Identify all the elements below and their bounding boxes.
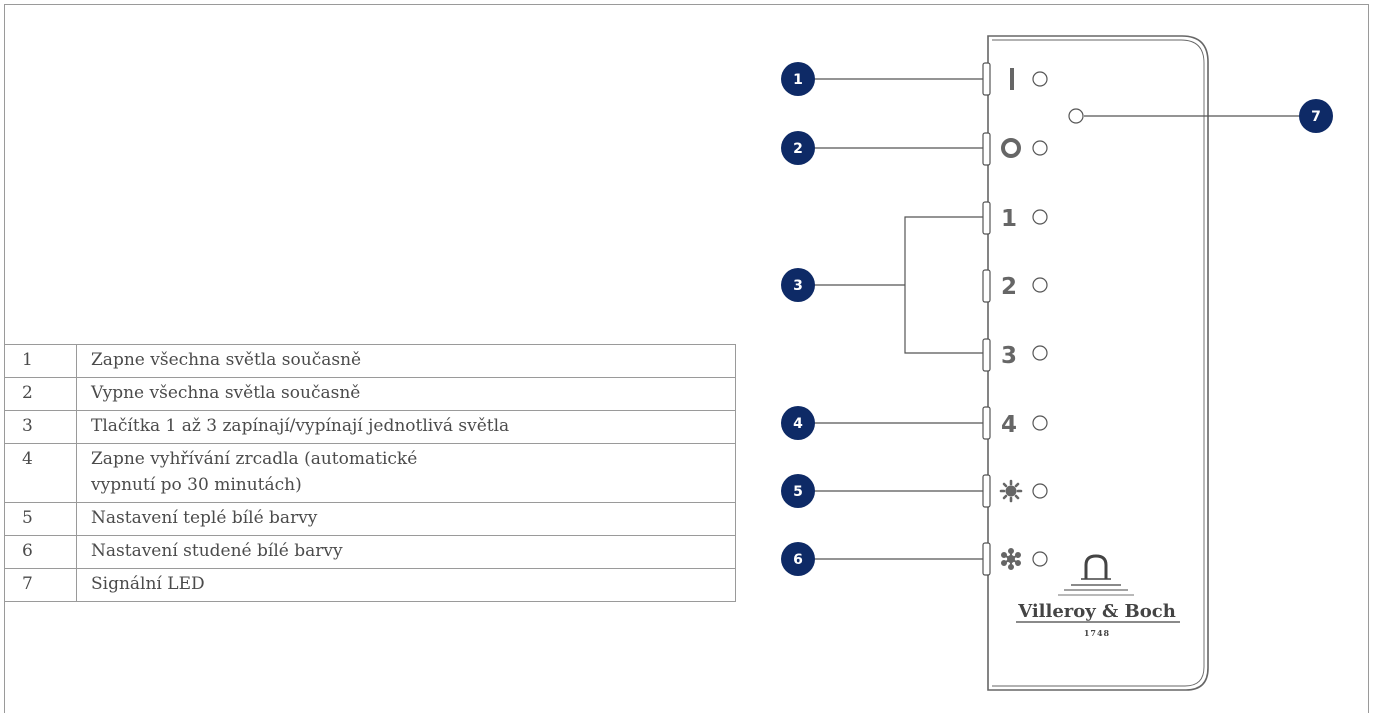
legend-number: 1 bbox=[4, 344, 77, 378]
led-indicator-key4 bbox=[1032, 415, 1048, 431]
button-notch-cold bbox=[982, 542, 991, 576]
legend-description: Signální LED bbox=[76, 568, 736, 602]
legend-description: Nastavení teplé bílé barvy bbox=[76, 502, 736, 536]
leader-lines bbox=[814, 78, 1300, 560]
leader-bracket-3 bbox=[904, 216, 983, 354]
button-notch-on bbox=[982, 62, 991, 96]
callout-badge-2: 2 bbox=[781, 131, 815, 165]
off-ring-icon bbox=[1001, 138, 1021, 158]
key-label-3: 3 bbox=[1001, 343, 1017, 369]
callout-badge-3: 3 bbox=[781, 268, 815, 302]
control-panel bbox=[987, 35, 1209, 691]
callout-badge-label: 3 bbox=[793, 278, 803, 294]
led-indicator-key1 bbox=[1032, 209, 1048, 225]
button-notch-key3 bbox=[982, 338, 991, 372]
callout-badges: 1 2 3 4 5 6 7 bbox=[781, 62, 1333, 576]
villeroy-boch-logo: Villeroy & Boch 1748 bbox=[1016, 554, 1180, 638]
sun-icon bbox=[999, 479, 1023, 503]
button-notch-key2 bbox=[982, 269, 991, 303]
legend-row: 1 Zapne všechna světla současně bbox=[4, 344, 736, 378]
indicator-leds bbox=[1032, 71, 1084, 567]
legend-description: Tlačítka 1 až 3 zapínají/vypínají jednot… bbox=[76, 410, 736, 444]
callout-badge-label: 5 bbox=[793, 484, 803, 500]
legend-description-line1: Zapne vyhřívání zrcadla (automatické bbox=[91, 449, 418, 469]
callout-badge-label: 7 bbox=[1311, 109, 1321, 125]
legend-number: 7 bbox=[4, 568, 77, 602]
logo-brand-text: Villeroy & Boch bbox=[1017, 601, 1176, 622]
led-indicator-warm bbox=[1032, 483, 1048, 499]
callout-badge-label: 6 bbox=[793, 552, 803, 568]
key-label-1: 1 bbox=[1001, 206, 1017, 232]
legend-table: 1 Zapne všechna světla současně 2 Vypne … bbox=[4, 344, 736, 602]
callout-badge-5: 5 bbox=[781, 474, 815, 508]
callout-badge-label: 1 bbox=[793, 72, 803, 88]
legend-row: 3 Tlačítka 1 až 3 zapínají/vypínají jedn… bbox=[4, 410, 736, 444]
callout-badge-6: 6 bbox=[781, 542, 815, 576]
legend-description-line2: vypnutí po 30 minutách) bbox=[91, 475, 302, 495]
snowflake-icon bbox=[1001, 548, 1021, 570]
callout-badge-4: 4 bbox=[781, 406, 815, 440]
logo-year-text: 1748 bbox=[1084, 628, 1110, 638]
on-bar-icon bbox=[1010, 68, 1014, 90]
button-notch-key4 bbox=[982, 406, 991, 440]
legend-description: Nastavení studené bílé barvy bbox=[76, 535, 736, 569]
led-indicator-key2 bbox=[1032, 277, 1048, 293]
button-notches bbox=[982, 62, 991, 576]
led-indicator-off bbox=[1032, 140, 1048, 156]
key-label-2: 2 bbox=[1001, 274, 1017, 300]
callout-badge-7: 7 bbox=[1299, 99, 1333, 133]
button-notch-warm bbox=[982, 474, 991, 508]
legend-description: Vypne všechna světla současně bbox=[76, 377, 736, 411]
callout-badge-label: 2 bbox=[793, 141, 803, 157]
callout-badge-label: 4 bbox=[793, 416, 803, 432]
key-label-4: 4 bbox=[1001, 412, 1017, 438]
button-notch-off bbox=[982, 132, 991, 166]
legend-description: Zapne všechna světla současně bbox=[76, 344, 736, 378]
legend-number: 6 bbox=[4, 535, 77, 569]
legend-row: 5 Nastavení teplé bílé barvy bbox=[4, 502, 736, 536]
led-indicator-on bbox=[1032, 71, 1048, 87]
led-indicator-key3 bbox=[1032, 345, 1048, 361]
legend-row: 7 Signální LED bbox=[4, 568, 736, 602]
signal-led bbox=[1068, 108, 1084, 124]
legend-row: 6 Nastavení studené bílé barvy bbox=[4, 535, 736, 569]
legend-description: Zapne vyhřívání zrcadla (automatické vyp… bbox=[76, 443, 736, 503]
legend-row: 4 Zapne vyhřívání zrcadla (automatické v… bbox=[4, 443, 736, 503]
button-notch-key1 bbox=[982, 201, 991, 235]
led-indicator-cold bbox=[1032, 551, 1048, 567]
callout-badge-1: 1 bbox=[781, 62, 815, 96]
